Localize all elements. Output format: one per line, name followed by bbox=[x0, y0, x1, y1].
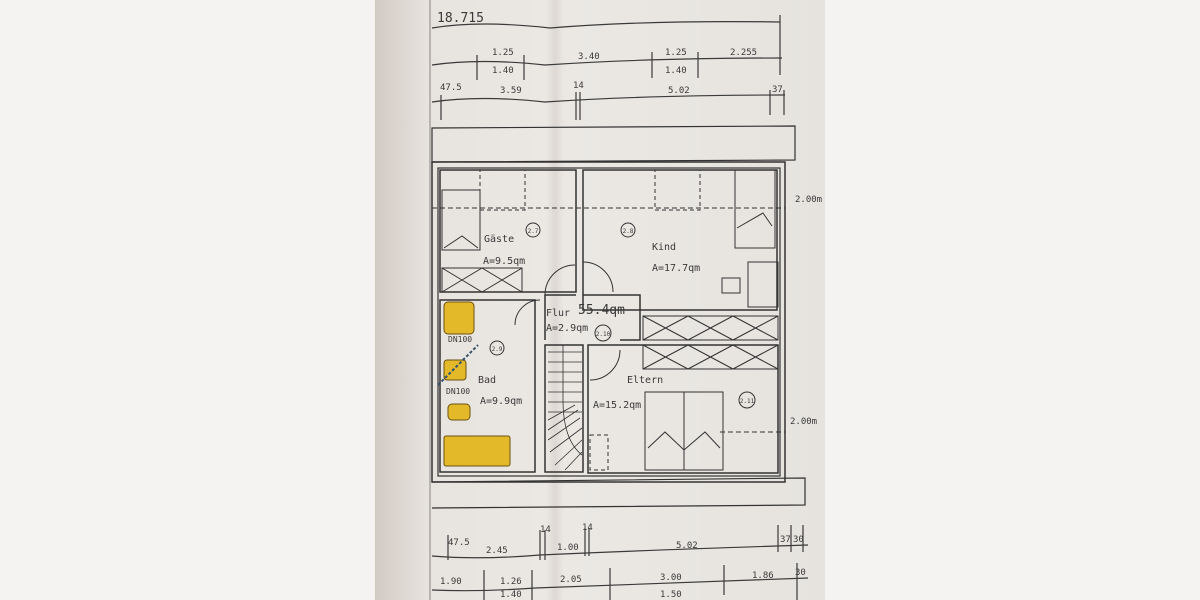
dim-label: 1.25 bbox=[665, 48, 687, 58]
dim-label: 47.5 bbox=[448, 538, 470, 548]
plan-labels: 18.715 1.25 1.40 3.40 1.25 1.40 2.255 47… bbox=[437, 11, 822, 600]
height-label: 2.00m bbox=[795, 195, 822, 205]
total-area: 55.4qm bbox=[578, 303, 625, 318]
room-name-kind: Kind bbox=[652, 242, 676, 253]
room-area-kind: A=17.7qm bbox=[652, 263, 700, 274]
room-number: 2.9 bbox=[492, 346, 503, 353]
dim-label: 3.59 bbox=[500, 86, 522, 96]
dim-label: 1.90 bbox=[440, 577, 462, 587]
dim-label: 37 bbox=[780, 535, 791, 545]
dim-label: 1.00 bbox=[557, 543, 579, 553]
dim-label: 14 bbox=[582, 523, 593, 533]
dim-label: 1.40 bbox=[665, 66, 687, 76]
dim-label: 5.02 bbox=[668, 86, 690, 96]
dim-label: 47.5 bbox=[440, 83, 462, 93]
dim-label: 1.25 bbox=[492, 48, 514, 58]
room-area-bad: A=9.9qm bbox=[480, 396, 522, 407]
dim-label: 37 bbox=[772, 85, 783, 95]
building-walls bbox=[431, 125, 806, 509]
room-number: 2.10 bbox=[596, 331, 611, 338]
dim-label: 2.255 bbox=[730, 48, 757, 58]
dimension-lines bbox=[431, 15, 809, 600]
room-name-eltern: Eltern bbox=[627, 375, 663, 386]
room-name-gaeste: Gäste bbox=[484, 234, 514, 245]
bathroom-fixtures bbox=[437, 301, 511, 467]
room-area-flur: A=2.9qm bbox=[546, 323, 588, 334]
dim-label: 1.40 bbox=[500, 590, 522, 600]
room-name-bad: Bad bbox=[478, 375, 496, 386]
dim-label: 3.00 bbox=[660, 573, 682, 583]
dim-label: 30 bbox=[793, 535, 804, 545]
room-number: 2.8 bbox=[623, 228, 634, 235]
pipe-label: DN100 bbox=[446, 387, 470, 396]
dim-label: 14 bbox=[573, 81, 584, 91]
dim-label: 2.05 bbox=[560, 575, 582, 585]
room-number: 2.7 bbox=[528, 228, 539, 235]
room-area-gaeste: A=9.5qm bbox=[483, 256, 525, 267]
dim-label: 5.02 bbox=[676, 541, 698, 551]
room-area-eltern: A=15.2qm bbox=[593, 400, 641, 411]
dim-label: 3.40 bbox=[578, 52, 600, 62]
dim-label: 1.86 bbox=[752, 571, 774, 581]
dim-label: 30 bbox=[795, 568, 806, 578]
room-number: 2.11 bbox=[740, 398, 755, 405]
dim-label: 14 bbox=[540, 525, 551, 535]
pipe-label: DN100 bbox=[448, 335, 472, 344]
dim-label: 1.50 bbox=[660, 590, 682, 600]
dim-label: 1.26 bbox=[500, 577, 522, 587]
dim-label: 2.45 bbox=[486, 546, 508, 556]
overall-dimension: 18.715 bbox=[437, 11, 484, 26]
dim-label: 1.40 bbox=[492, 66, 514, 76]
height-label: 2.00m bbox=[790, 417, 817, 427]
room-name-flur: Flur bbox=[546, 308, 570, 319]
